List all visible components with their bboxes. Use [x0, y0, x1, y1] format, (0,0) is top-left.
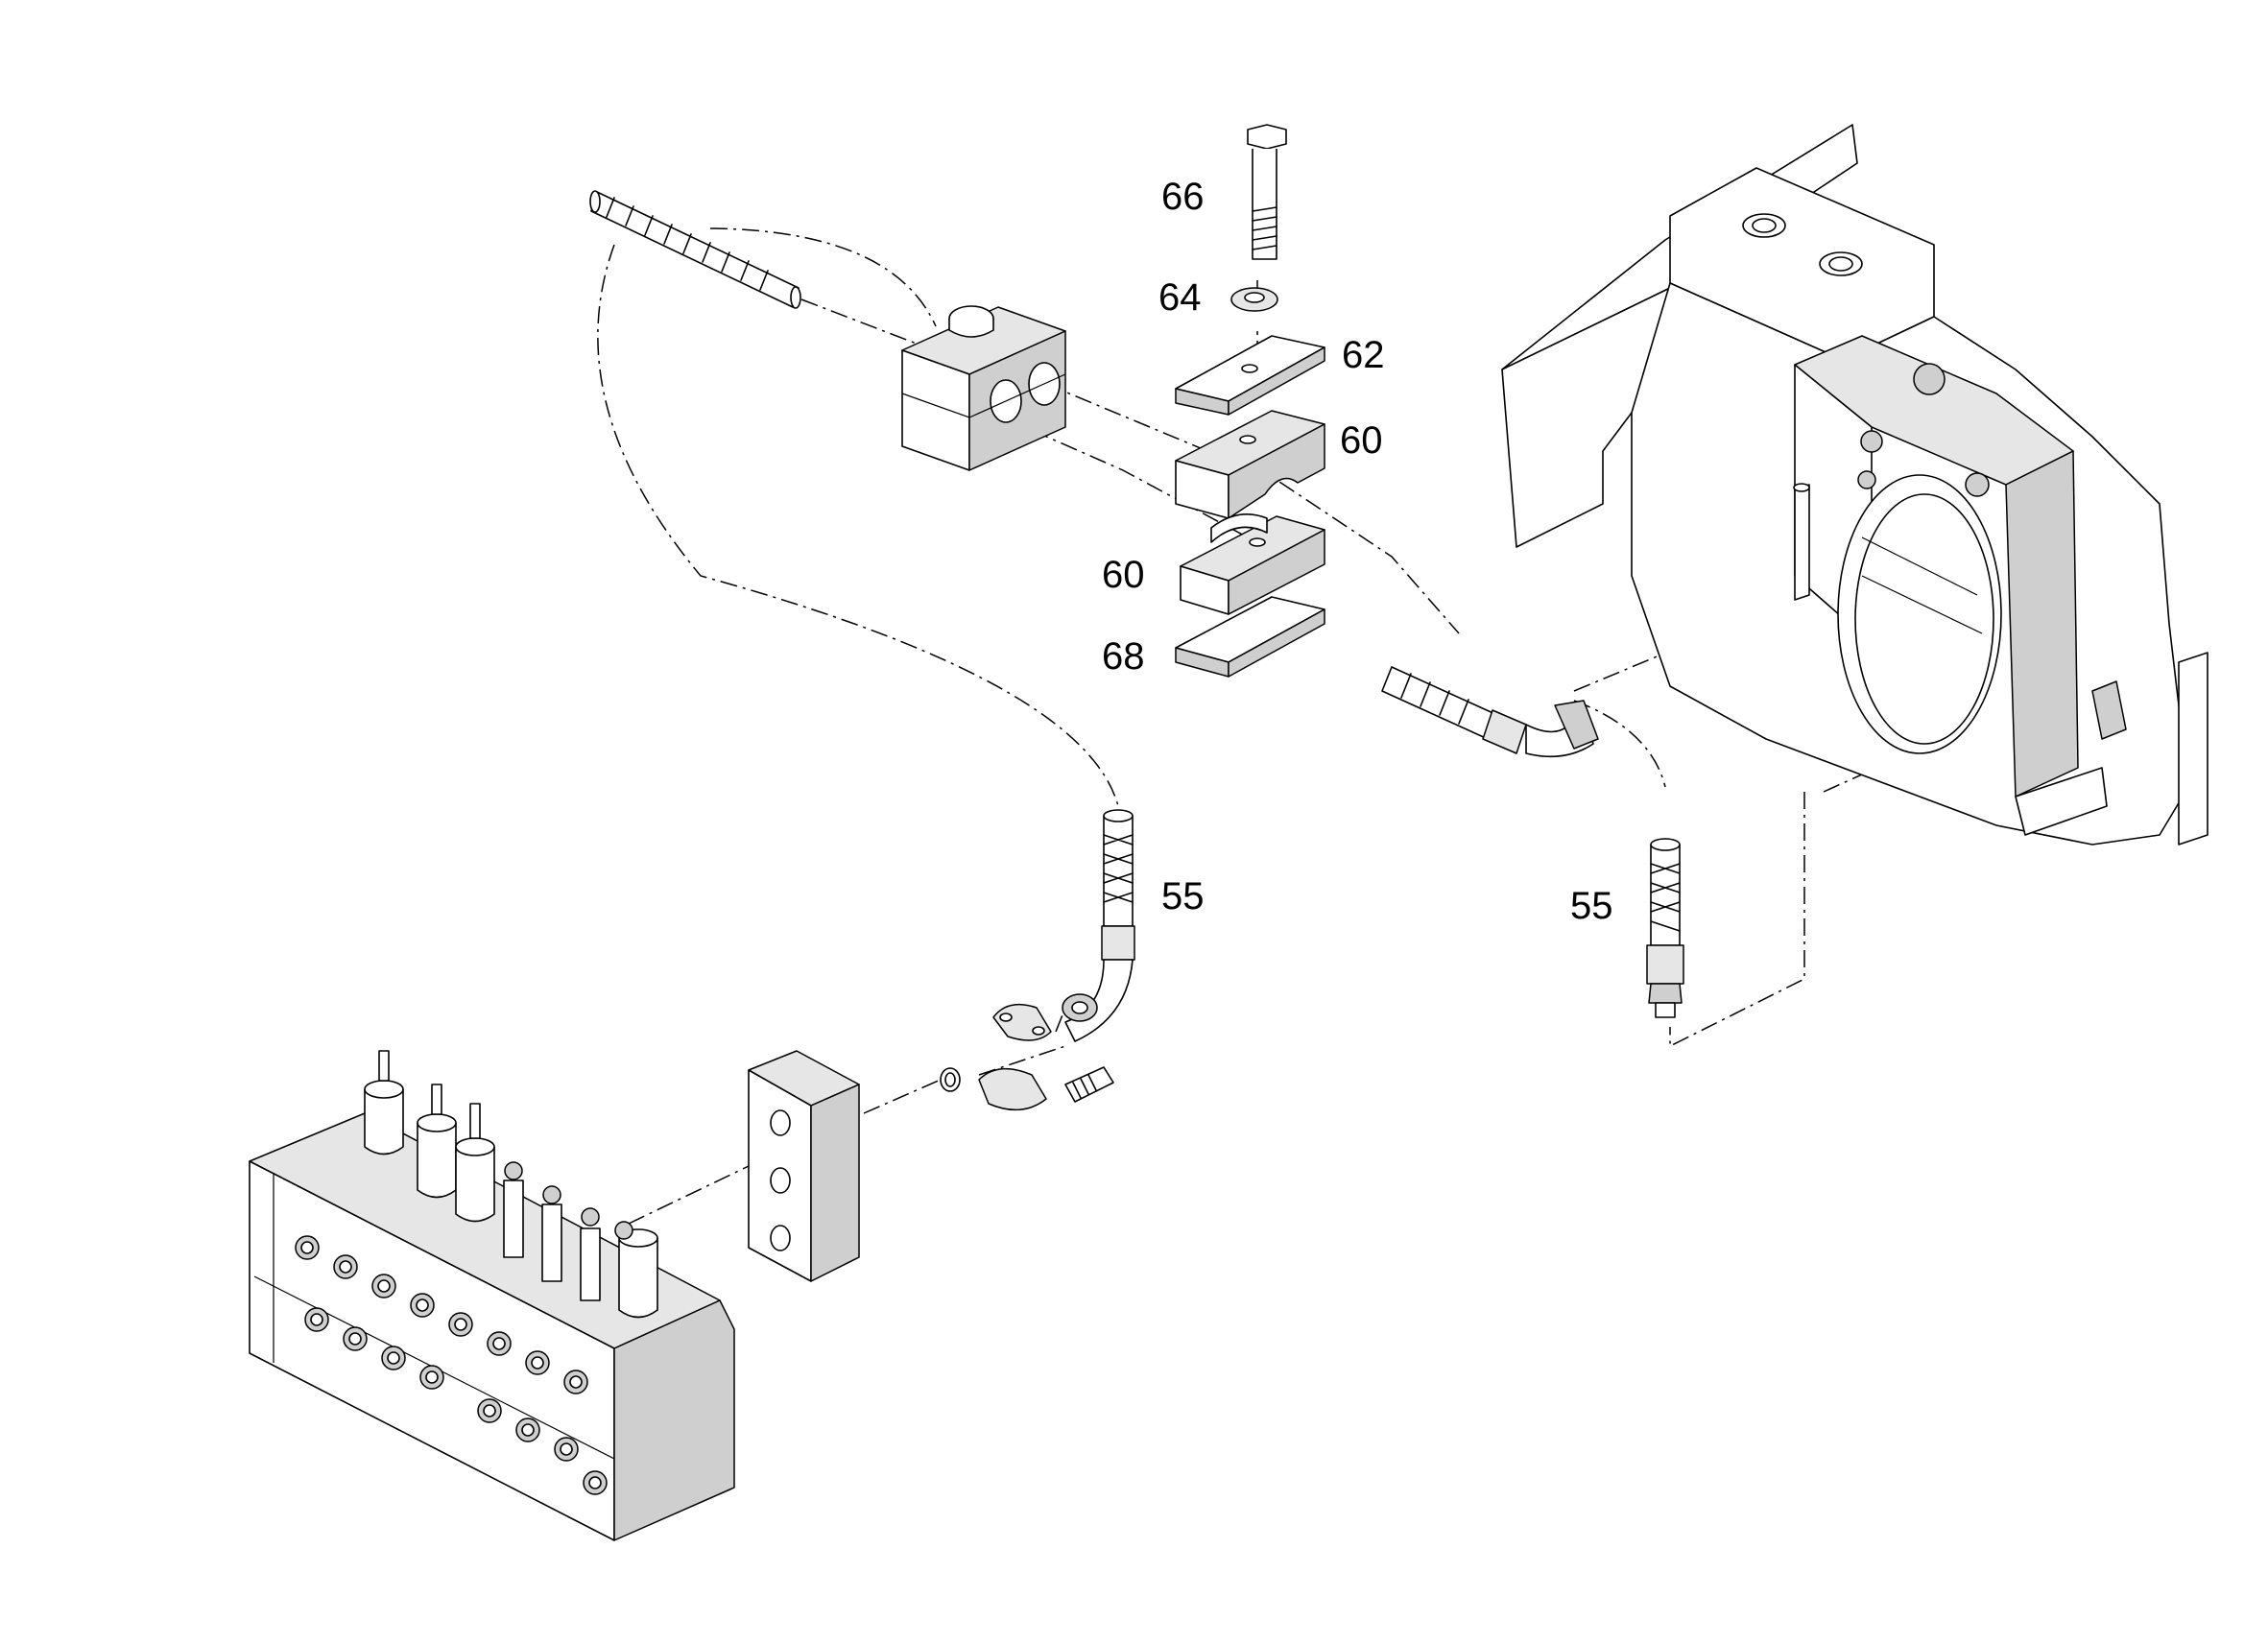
hose-end-55-right [1646, 838, 1684, 1018]
flange-parts [940, 993, 1114, 1111]
clamp-half-60-upper [1175, 410, 1325, 519]
callout-60-lower: 60 [1102, 554, 1145, 596]
adapter-block [748, 1050, 860, 1282]
clamp-block-upper [901, 305, 1066, 471]
plate-68 [1175, 596, 1325, 678]
callout-55-right: 55 [1570, 885, 1613, 927]
clamp-half-60-lower [1180, 512, 1325, 615]
housing-assembly [1501, 124, 2208, 846]
callout-55-left: 55 [1161, 875, 1205, 917]
callout-66: 66 [1161, 176, 1205, 218]
manifold-fittings [295, 1235, 608, 1495]
callout-62: 62 [1342, 334, 1385, 376]
callouts: 66 64 62 60 60 68 55 55 [1102, 176, 1613, 927]
upper-hose [589, 190, 801, 309]
hose-end-55-left [1064, 809, 1135, 1042]
callout-60-upper: 60 [1340, 419, 1383, 462]
callout-68: 68 [1102, 635, 1145, 678]
bolt-66 [1247, 124, 1287, 260]
plate-62 [1175, 335, 1325, 416]
callout-64: 64 [1158, 276, 1202, 319]
washer-64 [1230, 287, 1278, 312]
center-hose-fitting [1381, 666, 1599, 758]
valve-manifold [249, 1050, 735, 1541]
manifold-valves [364, 1050, 658, 1319]
